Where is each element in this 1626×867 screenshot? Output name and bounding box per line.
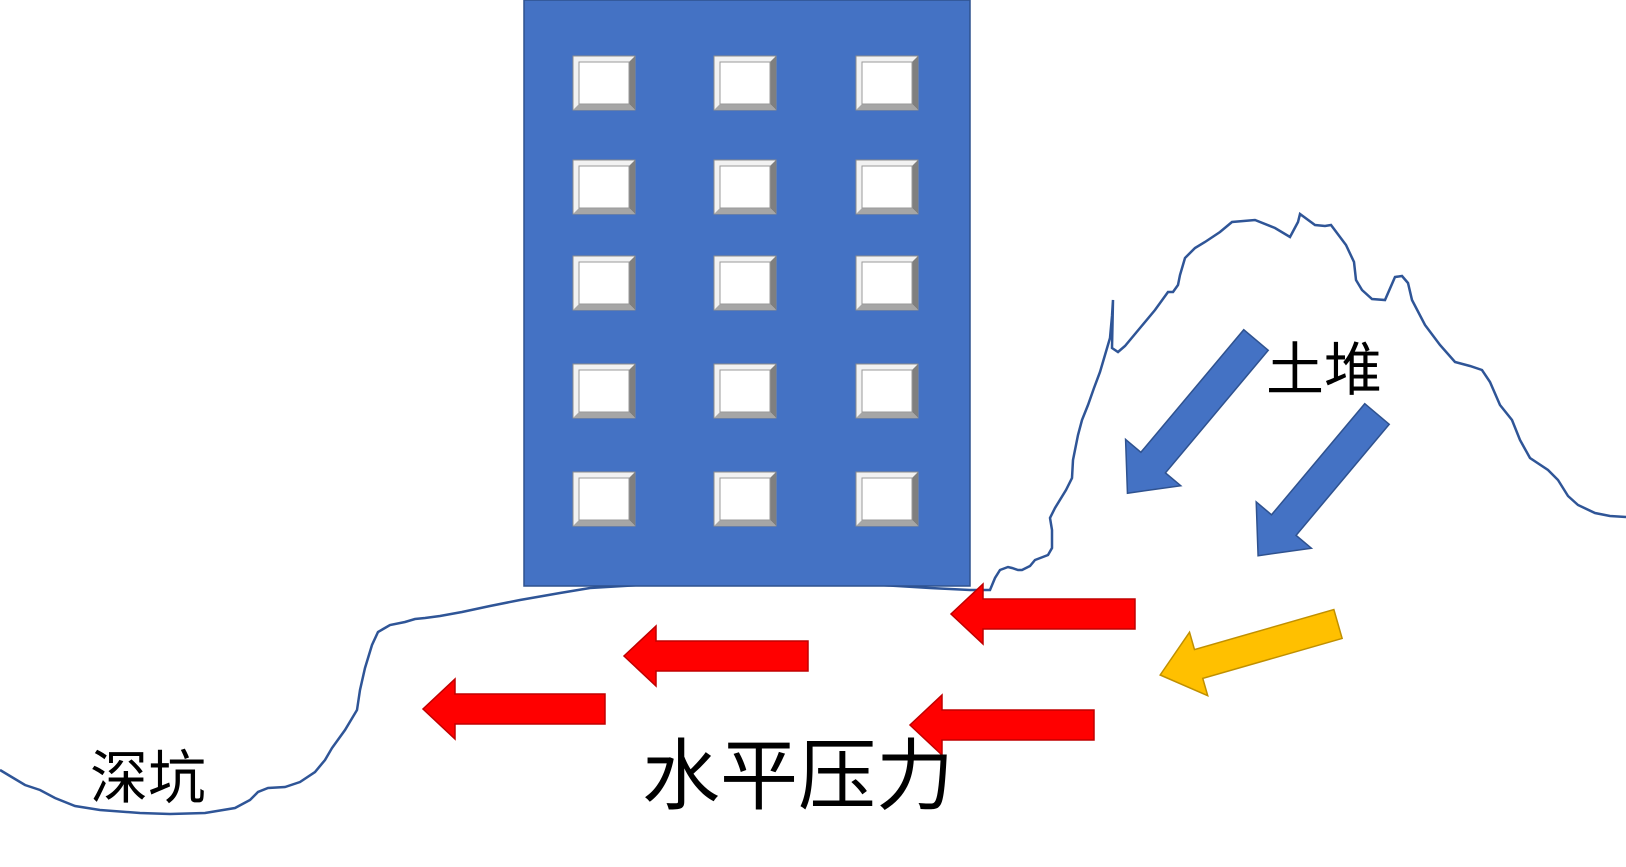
window	[713, 55, 777, 111]
ground-profile-line	[0, 211, 1626, 816]
window	[855, 363, 919, 419]
soil-pile-label: 土堆	[1266, 336, 1382, 404]
window	[572, 255, 636, 311]
window	[855, 55, 919, 111]
horizontal-pressure-label: 水平压力	[642, 732, 954, 822]
window	[572, 159, 636, 215]
window	[855, 471, 919, 527]
deep-pit-label: 深坑	[90, 744, 206, 812]
window	[572, 55, 636, 111]
window	[713, 159, 777, 215]
window	[713, 471, 777, 527]
horizontal-pressure-arrow	[622, 624, 809, 688]
window	[855, 255, 919, 311]
soil-load-arrow	[1255, 402, 1391, 557]
window	[572, 471, 636, 527]
lateral-load-arrow	[1159, 608, 1344, 698]
horizontal-pressure-arrow	[949, 582, 1136, 646]
building-windows	[572, 55, 919, 527]
soil-load-arrow	[1124, 328, 1270, 495]
window	[855, 159, 919, 215]
window	[572, 363, 636, 419]
horizontal-pressure-arrow	[908, 693, 1095, 757]
horizontal-pressure-arrow	[421, 677, 606, 741]
window	[713, 363, 777, 419]
window	[713, 255, 777, 311]
